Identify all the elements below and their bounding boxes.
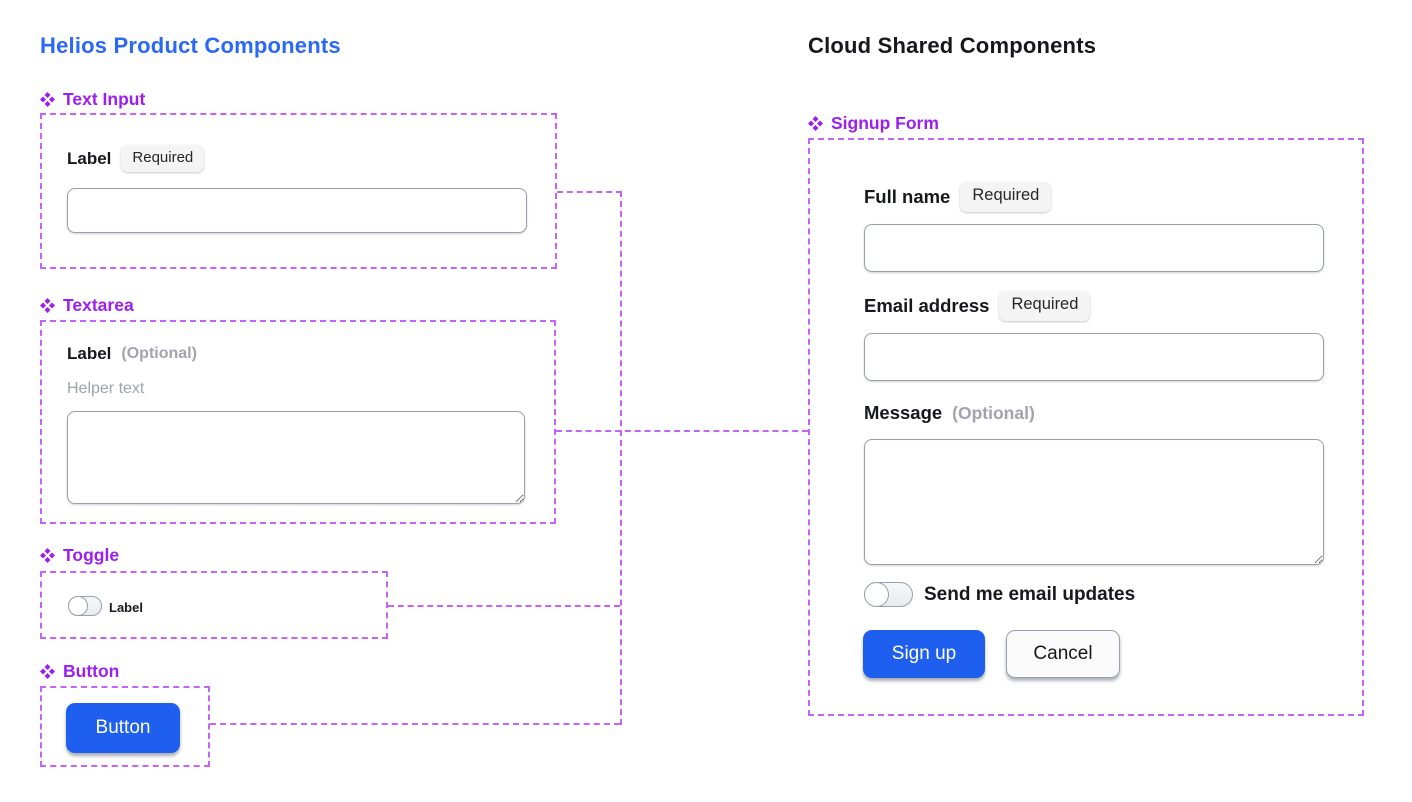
section-heading-text-input: Text Input	[40, 89, 145, 110]
text-input-label: Label	[67, 148, 112, 168]
required-badge: Required	[121, 145, 205, 172]
section-heading-toggle: Toggle	[40, 545, 119, 566]
connector-text-input-stub	[557, 191, 622, 193]
section-heading-textarea: Textarea	[40, 295, 134, 316]
email-updates-label: Send me email updates	[924, 584, 1136, 605]
sign-up-button[interactable]: Sign up	[863, 630, 985, 678]
full-name-label: Full name	[864, 185, 951, 207]
annotation-box-button: Button	[40, 686, 210, 767]
connector-toggle-stub	[388, 605, 620, 607]
connector-button-stub	[210, 723, 620, 725]
optional-note: (Optional)	[952, 402, 1035, 423]
textarea-field[interactable]	[67, 411, 525, 504]
textarea-label: Label	[67, 344, 112, 363]
section-heading-label: Button	[63, 661, 120, 681]
email-updates-toggle[interactable]	[863, 581, 913, 607]
component-icon	[40, 664, 55, 679]
toggle-knob	[67, 595, 88, 616]
toggle-switch[interactable]	[67, 595, 102, 616]
annotation-box-text-input: Label Required	[40, 113, 557, 269]
section-heading-label: Text Input	[63, 89, 146, 109]
message-label: Message	[864, 402, 943, 423]
toggle-knob	[863, 581, 889, 607]
sample-button[interactable]: Button	[66, 703, 180, 753]
section-heading-label: Textarea	[63, 295, 134, 315]
section-heading-signup-form: Signup Form	[808, 113, 939, 134]
section-heading-button: Button	[40, 661, 119, 682]
annotation-box-textarea: Label (Optional) Helper text	[40, 320, 556, 524]
annotation-box-toggle: Label	[40, 571, 388, 639]
component-icon	[40, 92, 55, 107]
connector-textarea-to-signup-form	[556, 430, 808, 432]
optional-note: (Optional)	[121, 345, 197, 362]
email-input[interactable]	[864, 333, 1324, 381]
email-label: Email address	[864, 294, 990, 316]
component-icon	[40, 298, 55, 313]
component-icon	[40, 548, 55, 563]
full-name-input[interactable]	[864, 224, 1324, 272]
message-textarea[interactable]	[864, 439, 1324, 565]
right-panel-title: Cloud Shared Components	[808, 33, 1097, 58]
textarea-helper-text: Helper text	[67, 380, 145, 397]
required-badge: Required	[999, 291, 1091, 321]
toggle-label: Label	[109, 600, 143, 615]
required-badge: Required	[960, 182, 1052, 212]
annotation-box-signup-form: Full name Required Email address Require…	[808, 138, 1364, 716]
connector-trunk-vertical	[620, 191, 622, 725]
section-heading-label: Toggle	[63, 545, 120, 565]
section-heading-label: Signup Form	[831, 113, 939, 133]
left-panel-title: Helios Product Components	[40, 33, 341, 58]
component-icon	[808, 116, 823, 131]
cancel-button[interactable]: Cancel	[1006, 630, 1120, 678]
text-input-field[interactable]	[67, 188, 527, 233]
